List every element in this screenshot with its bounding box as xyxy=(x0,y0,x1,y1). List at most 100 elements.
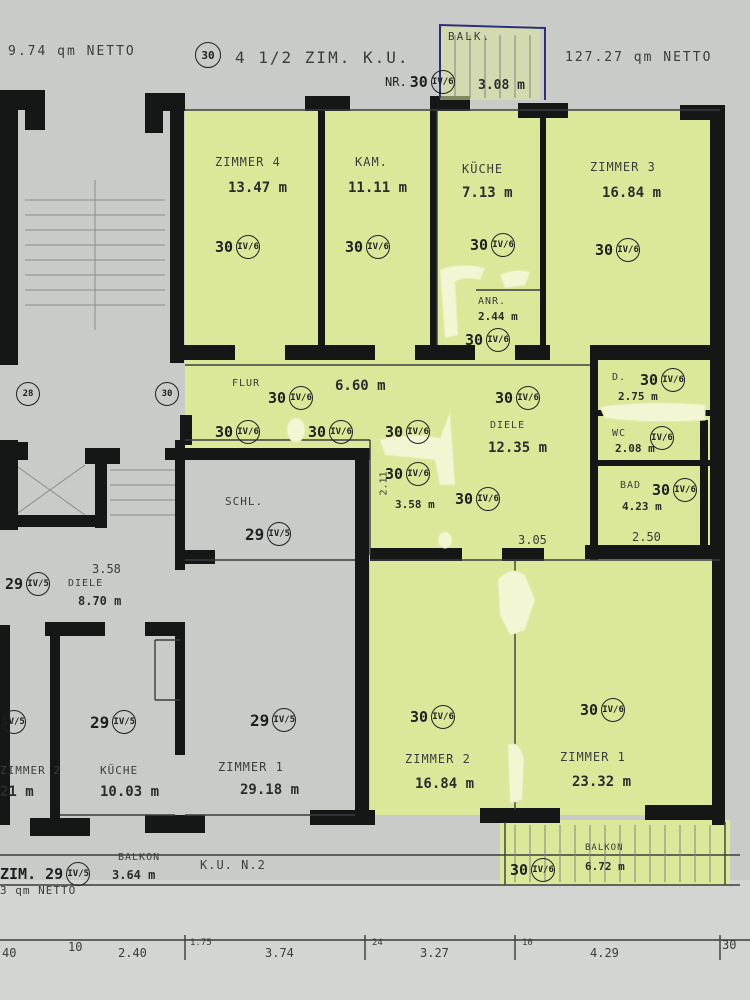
roman-marker: IV/5 xyxy=(272,708,297,732)
room-name-zimmer1: ZIMMER 1 xyxy=(560,750,626,764)
balcony-area: 3.08 m xyxy=(478,78,525,93)
room-name-kuche-left: KÜCHE xyxy=(100,764,139,777)
room-area-zimmer2-left: 21 m xyxy=(0,784,34,800)
room-name-diele: DIELE xyxy=(490,420,526,431)
room-area-kuche: 7.13 m xyxy=(462,185,513,201)
room-area-kuche-left: 10.03 m xyxy=(100,784,160,800)
room-area-zimmer1: 23.32 m xyxy=(572,774,632,790)
walls xyxy=(0,90,725,836)
room-area-flur: 6.60 m xyxy=(335,378,386,394)
room-name-anr: ANR. xyxy=(478,296,507,307)
dim-bottom-0: 40 xyxy=(2,946,17,960)
room-code-zimmer2-left: IV/5 xyxy=(2,710,26,734)
room-name-zimmer4: ZIMMER 4 xyxy=(215,155,281,169)
dim-bottom-7: 10 xyxy=(522,938,533,948)
room-name-zimmer2-left: ZIMMER 2 xyxy=(0,764,61,777)
room-area-balkon: 6.72 m xyxy=(585,860,625,873)
roman-marker: IV/6 xyxy=(236,420,261,444)
header-unit-circle: 30 xyxy=(195,42,221,68)
top-balcony xyxy=(439,23,546,100)
header-unit-type: 4 1/2 ZIM. K.U. xyxy=(235,48,410,67)
roman-marker: IV/5 xyxy=(2,710,26,734)
dim-3-05: 3.05 xyxy=(518,533,547,547)
room-area-kam: 11.11 m xyxy=(348,180,408,196)
room-area-anr: 2.44 m xyxy=(478,310,518,323)
balcony-label: BALK. xyxy=(448,30,492,43)
correction-marks xyxy=(286,264,706,804)
room-area-diele-left: 8.70 m xyxy=(78,594,122,608)
room-name-diele-left: DIELE xyxy=(68,578,104,589)
diele-left-width: 3.58 xyxy=(92,562,121,576)
room-area-diele: 12.35 m xyxy=(488,440,548,456)
room-name-kam: KAM. xyxy=(355,155,388,169)
room-area-dusche: 2.75 m xyxy=(618,390,658,403)
room-area-zimmer2: 16.84 m xyxy=(415,776,475,792)
room-area-zimmer4: 13.47 m xyxy=(228,180,288,196)
roman-marker: IV/5 xyxy=(26,572,51,596)
footer-balkon-area: 3.64 m xyxy=(112,868,156,882)
roman-marker: IV/6 xyxy=(236,235,261,259)
roman-marker: IV/6 xyxy=(476,487,501,511)
left-netto-area: 9.74 qm NETTO xyxy=(8,44,136,59)
room-name-bad: BAD xyxy=(620,480,642,491)
stairwell-treads xyxy=(14,180,180,516)
roman-marker: IV/6 xyxy=(406,462,431,486)
footer-kvn: K.U. N.2 xyxy=(200,858,266,872)
header-unit-code: 30 xyxy=(195,42,221,68)
room-name-schl: SCHL. xyxy=(225,495,264,508)
roman-marker: IV/6 xyxy=(289,386,314,410)
room-area-zimmer3: 16.84 m xyxy=(602,185,662,201)
room-name-dusche: D. xyxy=(612,372,627,383)
room-name-zimmer3: ZIMMER 3 xyxy=(590,160,656,174)
dim-bottom-8: 4.29 xyxy=(590,946,619,960)
dim-2-11: 2.11 xyxy=(378,471,390,496)
roman-marker: IV/6 xyxy=(650,426,674,450)
dim-bottom-3: 1.75 xyxy=(190,938,212,948)
room-area-abst: 3.58 m xyxy=(395,498,435,511)
roman-marker: IV/6 xyxy=(491,233,516,257)
room-name-zimmer2: ZIMMER 2 xyxy=(405,752,471,766)
unit-nr-code: 30 xyxy=(409,73,428,91)
roman-marker: IV/6 xyxy=(486,328,511,352)
dim-bottom-2: 2.40 xyxy=(118,946,147,960)
room-name-balkon: BALKON xyxy=(585,843,624,853)
balcony-hatch xyxy=(514,825,711,882)
dim-bottom-5: 24 xyxy=(372,938,383,948)
right-netto-area: 127.27 qm NETTO xyxy=(565,50,713,65)
roman-marker: IV/6 xyxy=(601,698,626,722)
dim-bottom-6: 3.27 xyxy=(420,946,449,960)
room-area-zimmer1-left: 29.18 m xyxy=(240,782,300,798)
roman-marker: IV/6 xyxy=(329,420,354,444)
roman-marker: IV/6 xyxy=(431,705,456,729)
roman-marker: IV/5 xyxy=(267,522,292,546)
landing-30: 30 xyxy=(155,382,179,406)
unit-nr-label: NR. xyxy=(385,75,407,89)
dim-2-50: 2.50 xyxy=(632,530,661,544)
unit-nr-marker: IV/6 xyxy=(430,70,455,94)
dim-bottom-1: 10 xyxy=(68,940,83,954)
roman-marker: IV/6 xyxy=(616,238,641,262)
dim-bottom-4: 3.74 xyxy=(265,946,294,960)
landing-28: 28 xyxy=(16,382,40,406)
footer-balkon-label: BALKON xyxy=(118,852,161,863)
room-name-wc: WC xyxy=(612,428,627,439)
